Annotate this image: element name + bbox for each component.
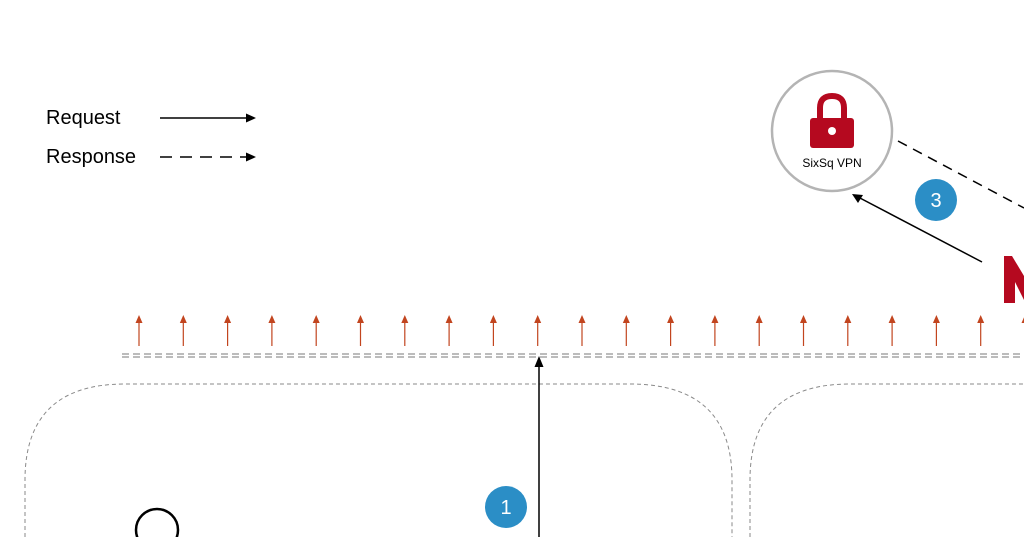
upload-arrow: [578, 315, 586, 346]
upload-arrow: [755, 315, 763, 346]
upload-arrow: [489, 315, 497, 346]
upload-arrow: [357, 315, 364, 346]
legend-request-label: Request: [46, 107, 121, 129]
legend: Request Response: [46, 107, 256, 168]
upload-arrow: [977, 315, 985, 346]
vpn-request-arrow: [852, 194, 983, 263]
upload-arrow: [224, 315, 232, 346]
upload-arrow: [312, 315, 320, 346]
right-network-region: [749, 383, 1024, 537]
upload-arrow: [844, 315, 852, 346]
upload-arrow: [534, 315, 542, 346]
network-boundary: [122, 353, 1024, 358]
upload-arrow: [667, 315, 675, 346]
step-3-number: 3: [930, 190, 941, 212]
step-1-badge: 1: [485, 486, 527, 528]
step-1-number: 1: [500, 497, 511, 519]
upload-arrow: [445, 315, 453, 346]
legend-response-label: Response: [46, 146, 136, 168]
request-arrow-sample: [160, 113, 256, 123]
brand-logo-fragment: [1004, 256, 1024, 303]
upload-arrow: [800, 315, 807, 346]
upload-arrow: [268, 315, 276, 346]
upload-arrow: [932, 315, 940, 346]
upload-arrow: [622, 315, 630, 346]
vpn-label: SixSq VPN: [802, 156, 861, 170]
upload-arrow: [135, 315, 143, 346]
upload-arrow: [179, 315, 187, 346]
upload-arrow: [1021, 317, 1024, 323]
step-3-badge: 3: [915, 179, 957, 221]
vpn-node[interactable]: SixSq VPN: [770, 69, 894, 193]
left-network-region: [24, 383, 733, 537]
device-node: [134, 507, 180, 537]
step-1-request-arrow: [534, 356, 544, 537]
upload-arrow: [888, 315, 896, 346]
upload-arrow: [711, 315, 719, 346]
lock-icon: [810, 92, 854, 148]
upload-arrow: [401, 315, 409, 346]
response-arrow-sample: [160, 152, 256, 162]
upload-arrows-row: [135, 315, 1024, 346]
vpn-response-line: [897, 140, 1024, 209]
